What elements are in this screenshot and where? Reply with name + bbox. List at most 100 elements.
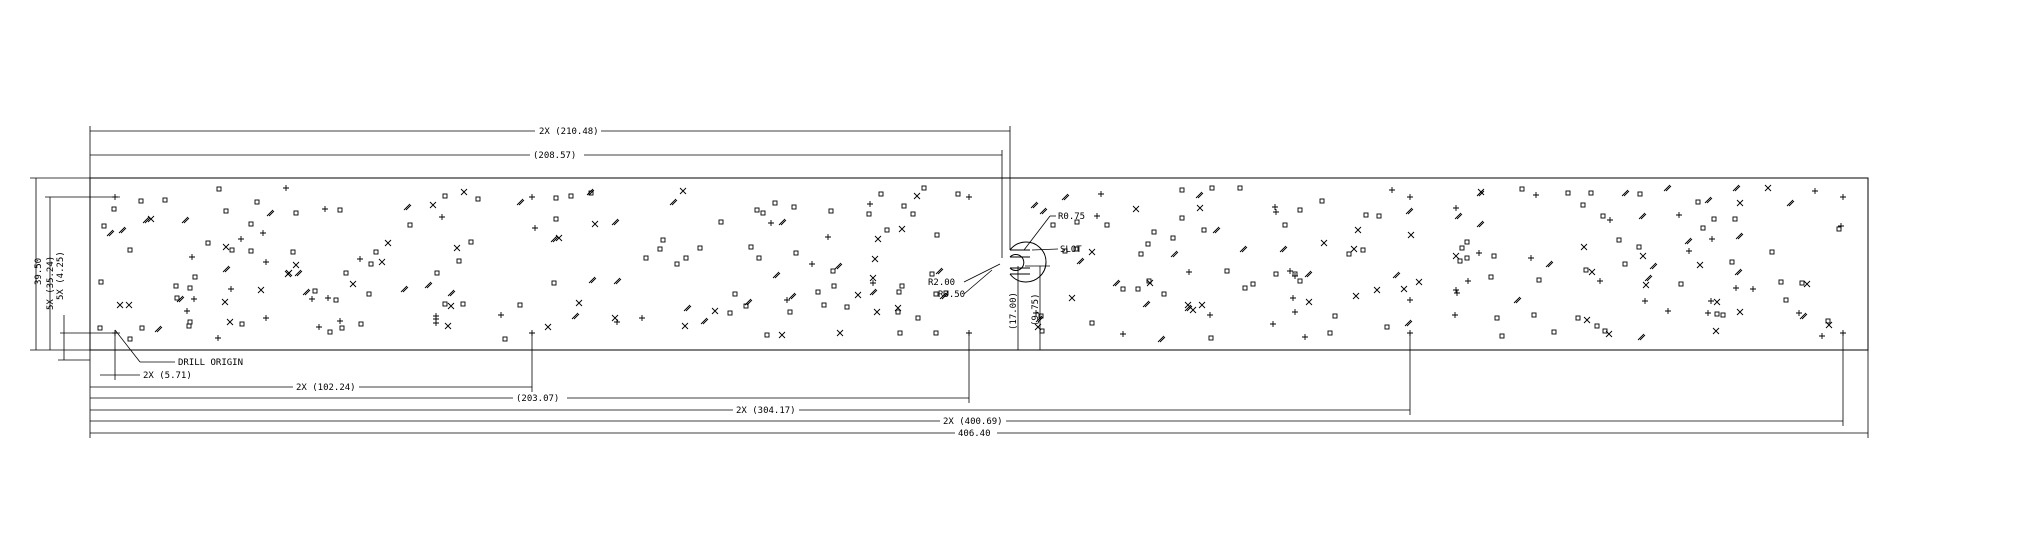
hole-mark — [1545, 260, 1554, 268]
cross-mark — [1400, 285, 1408, 293]
cross-mark — [447, 302, 455, 310]
hole-mark — [142, 216, 151, 224]
plus-mark — [112, 330, 118, 336]
dim-bottom-6: 406.40 — [958, 429, 991, 439]
pad-mark — [1678, 281, 1684, 287]
pad-mark — [186, 323, 192, 329]
pad-mark — [754, 207, 760, 213]
pad-mark — [1531, 312, 1537, 318]
plus-mark — [283, 185, 289, 191]
pad-mark — [901, 203, 907, 209]
dim-bottom-5: 2X (400.69) — [943, 417, 1003, 427]
plus-mark — [1607, 217, 1613, 223]
plus-mark — [532, 225, 538, 231]
pad-mark — [223, 208, 229, 214]
slot-dim-b: (9.75) — [1031, 293, 1041, 326]
plus-mark — [1465, 278, 1471, 284]
pad-mark — [1565, 190, 1571, 196]
hole-mark — [869, 288, 878, 296]
pad-mark — [1179, 187, 1185, 193]
pad-mark — [1242, 285, 1248, 291]
cross-mark — [873, 308, 881, 316]
hole-mark — [700, 317, 709, 325]
pad-mark — [216, 186, 222, 192]
hole-mark — [106, 229, 115, 237]
pad-mark — [897, 330, 903, 336]
cross-mark — [349, 280, 357, 288]
plus-mark — [263, 259, 269, 265]
pad-mark — [138, 198, 144, 204]
cross-mark — [284, 270, 292, 278]
pad-mark — [1700, 225, 1706, 231]
cross-mark — [1764, 184, 1772, 192]
pad-mark — [1120, 286, 1126, 292]
pad-mark — [643, 255, 649, 261]
hole-mark — [1637, 333, 1646, 341]
pad-mark — [368, 261, 374, 267]
pad-mark — [1050, 222, 1056, 228]
hole-mark — [571, 312, 580, 320]
pad-mark — [127, 247, 133, 253]
plus-mark — [825, 234, 831, 240]
hole-mark — [294, 269, 303, 277]
dim-left-inner: 5X (4.25) — [56, 251, 66, 300]
hole-mark — [550, 235, 559, 243]
pad-mark — [955, 191, 961, 197]
top-dimension-1: 2X (210.48) — [89, 125, 1011, 250]
pad-mark — [192, 274, 198, 280]
plus-mark — [768, 220, 774, 226]
plus-mark — [316, 324, 322, 330]
pad-mark — [366, 291, 372, 297]
pad-mark — [1384, 324, 1390, 330]
pad-mark — [229, 247, 235, 253]
plus-mark — [337, 318, 343, 324]
slot-dim-a: (17.00) — [1009, 292, 1019, 330]
plus-mark — [1033, 310, 1039, 316]
pad-mark — [111, 206, 117, 212]
pad-mark — [1151, 229, 1157, 235]
plus-mark — [870, 280, 876, 286]
plus-mark — [1290, 295, 1296, 301]
pad-mark — [1170, 235, 1176, 241]
pad-mark — [791, 204, 797, 210]
plus-mark — [1819, 333, 1825, 339]
pad-mark — [358, 321, 364, 327]
pad-mark — [1237, 185, 1243, 191]
cross-mark — [125, 301, 133, 309]
cross-mark — [1146, 279, 1154, 287]
pad-mark — [1616, 237, 1622, 243]
pad-mark — [517, 302, 523, 308]
pad-mark — [456, 258, 462, 264]
hole-mark — [1279, 245, 1288, 253]
top-dimension-2: (208.57) — [90, 149, 1003, 258]
hole-mark — [1663, 184, 1672, 192]
plus-mark — [614, 319, 620, 325]
cross-mark — [1373, 286, 1381, 294]
hole-mark — [772, 271, 781, 279]
plus-mark — [238, 236, 244, 242]
cross-mark — [1712, 327, 1720, 335]
plus-mark — [260, 230, 266, 236]
hole-mark — [1212, 226, 1221, 234]
pad-mark — [727, 310, 733, 316]
pad-mark — [1488, 274, 1494, 280]
pad-mark — [248, 221, 254, 227]
pad-mark — [1536, 277, 1542, 283]
cross-mark — [871, 255, 879, 263]
plus-mark — [784, 297, 790, 303]
pad-mark — [1695, 199, 1701, 205]
plus-mark — [357, 256, 363, 262]
cross-mark — [1696, 261, 1704, 269]
plus-mark — [1840, 194, 1846, 200]
hole-mark — [176, 295, 185, 303]
plus-mark — [1272, 204, 1278, 210]
pad-mark — [442, 193, 448, 199]
hole-mark — [1304, 270, 1313, 278]
plus-mark — [1840, 330, 1846, 336]
hole-mark — [778, 218, 787, 226]
pad-mark — [1062, 248, 1068, 254]
pad-mark — [1602, 328, 1608, 334]
pad-mark — [1588, 190, 1594, 196]
hole-mark — [788, 292, 797, 300]
pad-mark — [1346, 251, 1352, 257]
